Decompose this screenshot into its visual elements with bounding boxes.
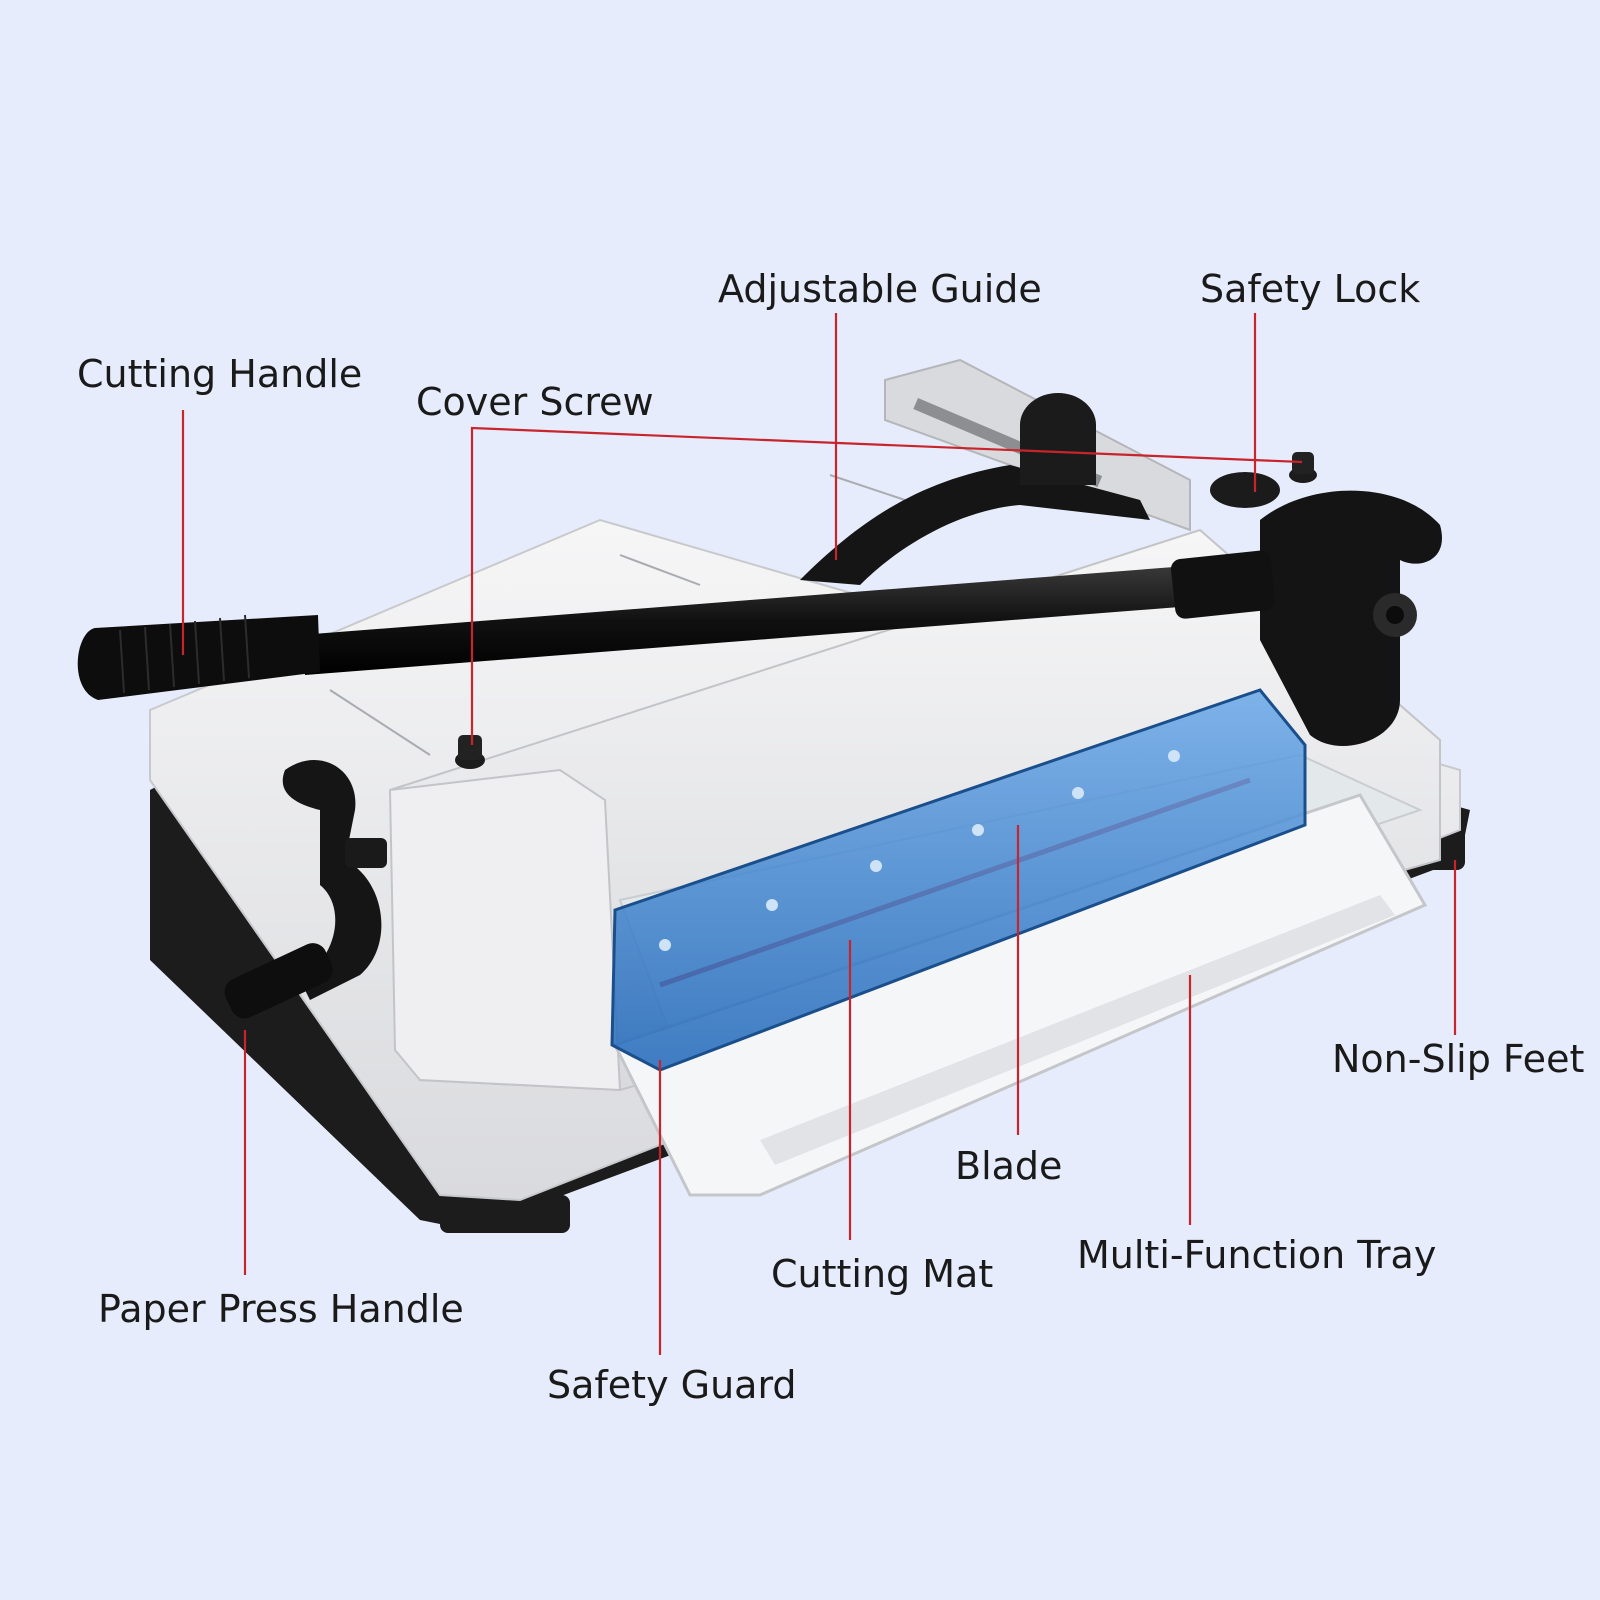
safety-guard [610,688,1307,1072]
label-adjustable-guide: Adjustable Guide [718,267,1042,311]
label-safety-guard: Safety Guard [547,1363,797,1407]
safety-guard-rivets [659,750,1180,951]
adjustable-guide-arm [800,465,1150,585]
label-paper-press-handle: Paper Press Handle [98,1287,464,1331]
cutting-handle-grip [77,615,321,700]
callout-line-cover-screw [470,426,1303,745]
cover-screw-left [455,735,485,769]
callout-lines [181,313,1457,1355]
label-non-slip-feet: Non-Slip Feet [1332,1037,1585,1081]
ruler-marks [329,474,906,756]
cover-screw-right [1289,452,1317,483]
label-blade: Blade [955,1144,1063,1188]
left-housing-block [388,768,622,1092]
safety-lock-knob [1210,472,1280,508]
label-multi-function-tray: Multi-Function Tray [1077,1233,1437,1277]
label-cutting-handle: Cutting Handle [77,352,363,396]
paper-press-handle [224,759,387,1019]
handle-pivot [1260,490,1442,747]
label-cutting-mat: Cutting Mat [771,1252,994,1296]
cutting-handle-bar [300,565,1205,675]
label-cover-screw: Cover Screw [416,380,654,424]
label-safety-lock: Safety Lock [1200,267,1421,311]
non-slip-foot-front [440,1195,570,1233]
